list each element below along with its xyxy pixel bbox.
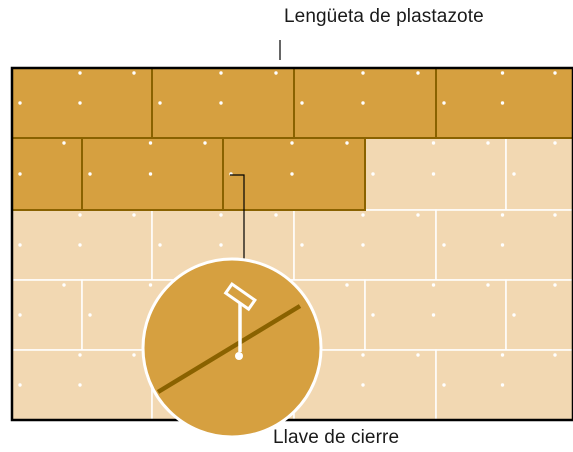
panel-tile <box>11 349 153 421</box>
panel-tile <box>11 209 153 281</box>
plastazote-panel <box>151 67 295 139</box>
panel-tile <box>293 209 437 281</box>
fixing-dot <box>500 71 505 75</box>
plastazote-panel <box>293 67 437 139</box>
fixing-dot <box>274 71 278 75</box>
fixing-dot <box>361 243 365 247</box>
fixing-dot <box>132 71 136 75</box>
fixing-dot <box>500 101 505 105</box>
key-tip <box>235 352 243 360</box>
fixing-dot <box>553 71 557 75</box>
fixing-dot <box>62 283 66 287</box>
panel-tile <box>364 137 507 211</box>
fixing-dot <box>290 172 294 176</box>
fixing-dot <box>219 243 223 247</box>
fixing-dot <box>500 383 505 387</box>
fixing-dot <box>300 101 304 105</box>
label-plastazote-tab: Lengüeta de plastazote <box>284 6 484 27</box>
fixing-dot <box>78 243 82 247</box>
fixing-dot <box>300 243 304 247</box>
fixing-dot <box>500 243 505 247</box>
panel-tile <box>11 279 83 351</box>
fixing-dot <box>18 172 22 176</box>
plastazote-panel <box>222 137 366 211</box>
fixing-dot <box>345 283 349 287</box>
fixing-dot <box>132 353 136 357</box>
fixing-dot <box>78 353 82 357</box>
callout-leader-line <box>230 174 245 266</box>
fixing-dot <box>431 283 436 287</box>
panel-seam-line <box>156 304 302 394</box>
fixing-dot <box>553 213 557 217</box>
fixing-dot <box>18 383 22 387</box>
panel-tile <box>435 349 573 421</box>
label-closing-key: Llave de cierre <box>273 427 400 448</box>
fixing-dot <box>203 141 207 145</box>
fixing-dot <box>62 141 66 145</box>
panel-tile <box>505 279 573 351</box>
fixing-dot <box>219 101 223 105</box>
fixing-dot <box>416 213 420 217</box>
fixing-dot <box>553 283 557 287</box>
fixing-dot <box>431 141 436 145</box>
key-tool-icon <box>223 281 257 360</box>
panel-tile <box>435 209 573 281</box>
fixing-dot <box>18 313 22 317</box>
fixing-dot <box>361 213 365 217</box>
fixing-dot <box>78 101 82 105</box>
fixing-dot <box>148 283 153 287</box>
fixing-dot <box>512 313 516 317</box>
panel-tile <box>364 279 507 351</box>
fixing-dot <box>486 283 490 287</box>
key-handle <box>223 281 257 312</box>
fixing-dot <box>486 141 490 145</box>
fixing-dot <box>553 353 557 357</box>
fixing-dot <box>442 243 446 247</box>
fixing-dot <box>219 71 223 75</box>
plastazote-panel <box>11 67 153 139</box>
fixing-dot <box>158 101 162 105</box>
fixing-dot <box>18 243 22 247</box>
callout-magnifier <box>141 257 323 439</box>
fixing-dot <box>442 101 446 105</box>
fixing-dot <box>78 71 82 75</box>
fixing-dot <box>431 172 436 176</box>
fixing-dot <box>148 172 153 176</box>
fixing-dot <box>431 313 436 317</box>
fixing-dot <box>553 141 557 145</box>
fixing-dot <box>500 353 505 357</box>
fixing-dot <box>88 313 92 317</box>
fixing-dot <box>512 172 516 176</box>
fixing-dot <box>371 172 375 176</box>
fixing-dot <box>132 213 136 217</box>
fixing-dot <box>88 172 92 176</box>
fixing-dot <box>361 71 365 75</box>
panel-tile <box>505 137 573 211</box>
fixing-dot <box>78 213 82 217</box>
fixing-dot <box>500 213 505 217</box>
fixing-dot <box>274 213 278 217</box>
plastazote-panel <box>81 137 224 211</box>
fixing-dot <box>442 383 446 387</box>
outer-frame <box>10 66 573 422</box>
plastazote-panel <box>11 137 83 211</box>
fixing-dot <box>158 243 162 247</box>
fixing-dot <box>416 353 420 357</box>
plastazote-panel <box>435 67 573 139</box>
fixing-dot <box>416 71 420 75</box>
fixing-dot <box>219 213 223 217</box>
fixing-dot <box>345 141 349 145</box>
fixing-dot <box>371 313 375 317</box>
fixing-dot <box>361 101 365 105</box>
fixing-dot <box>361 383 365 387</box>
fixing-dot <box>78 383 82 387</box>
fixing-dot <box>18 101 22 105</box>
fixing-dot <box>148 141 153 145</box>
fixing-dot <box>290 141 294 145</box>
fixing-dot <box>361 353 365 357</box>
dark-panel-group <box>11 67 573 211</box>
